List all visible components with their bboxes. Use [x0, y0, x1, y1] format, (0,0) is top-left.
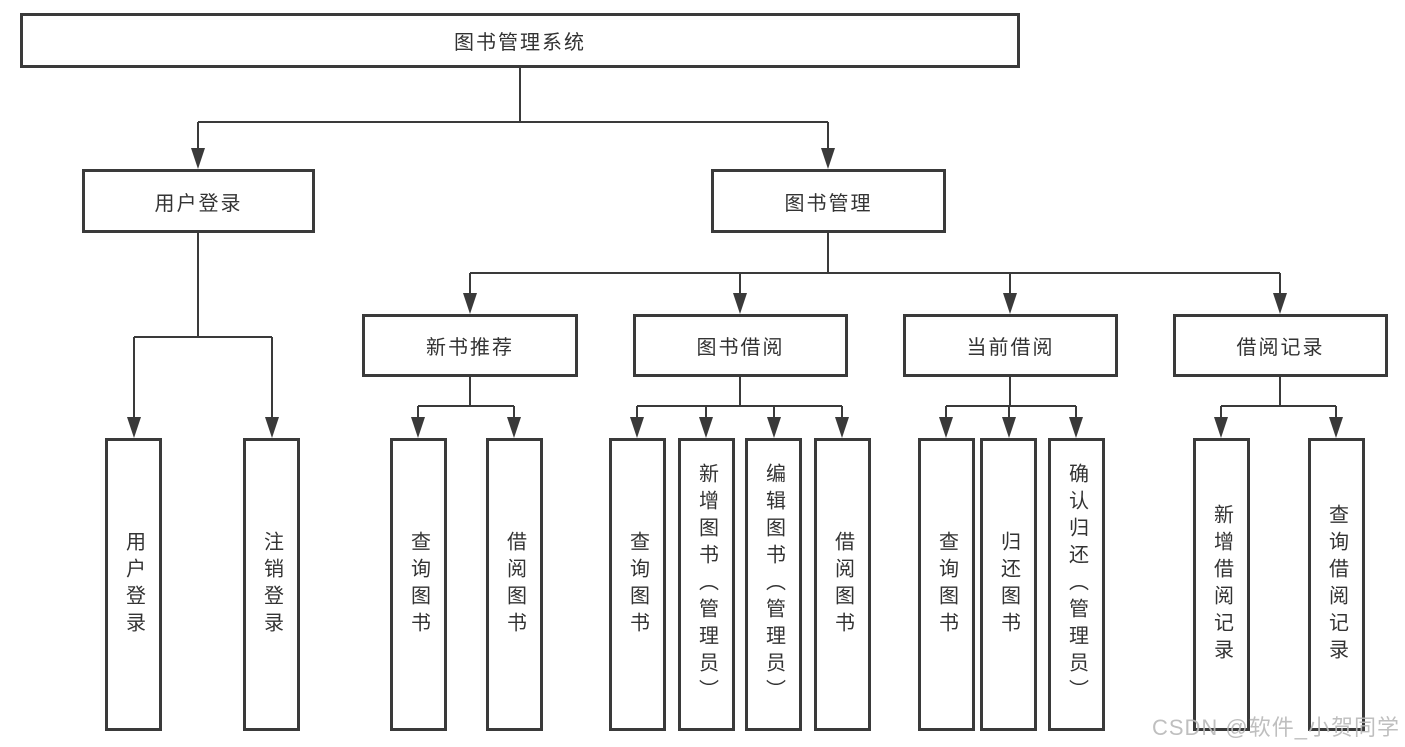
node-label: 确认归还（管理员）	[1065, 463, 1088, 706]
node-current-borrow: 当前借阅	[903, 314, 1118, 377]
node-label: 查询图书	[935, 530, 958, 639]
node-leaf-edit-book-admin: 编辑图书（管理员）	[745, 438, 802, 731]
node-leaf-user-login: 用户登录	[105, 438, 162, 731]
node-leaf-query-book-1: 查询图书	[390, 438, 447, 731]
node-leaf-add-book-admin: 新增图书（管理员）	[678, 438, 735, 731]
node-leaf-logout: 注销登录	[243, 438, 300, 731]
node-label: 借阅图书	[503, 530, 526, 639]
node-label: 注销登录	[260, 530, 283, 639]
node-user-login: 用户登录	[82, 169, 315, 233]
node-leaf-borrow-book-2: 借阅图书	[814, 438, 871, 731]
node-label: 新增借阅记录	[1210, 503, 1233, 666]
node-label: 查询图书	[407, 530, 430, 639]
node-book-borrow: 图书借阅	[633, 314, 848, 377]
node-label: 用户登录	[122, 530, 145, 639]
node-leaf-query-book-3: 查询图书	[918, 438, 975, 731]
node-label: 查询借阅记录	[1325, 503, 1348, 666]
node-label: 借阅图书	[831, 530, 854, 639]
node-new-book-recommend: 新书推荐	[362, 314, 578, 377]
csdn-watermark: CSDN @软件_小贺同学	[1151, 715, 1400, 740]
node-label: 编辑图书（管理员）	[762, 463, 785, 706]
node-label: 新增图书（管理员）	[695, 463, 718, 706]
node-borrow-records: 借阅记录	[1173, 314, 1388, 377]
node-leaf-query-book-2: 查询图书	[609, 438, 666, 731]
node-leaf-query-borrow-record: 查询借阅记录	[1308, 438, 1365, 731]
node-root: 图书管理系统	[20, 13, 1020, 68]
node-label: 查询图书	[626, 530, 649, 639]
node-leaf-return-book: 归还图书	[980, 438, 1037, 731]
node-leaf-confirm-return-admin: 确认归还（管理员）	[1048, 438, 1105, 731]
node-book-management: 图书管理	[711, 169, 946, 233]
node-leaf-add-borrow-record: 新增借阅记录	[1193, 438, 1250, 731]
node-label: 归还图书	[997, 530, 1020, 639]
node-leaf-borrow-book-1: 借阅图书	[486, 438, 543, 731]
